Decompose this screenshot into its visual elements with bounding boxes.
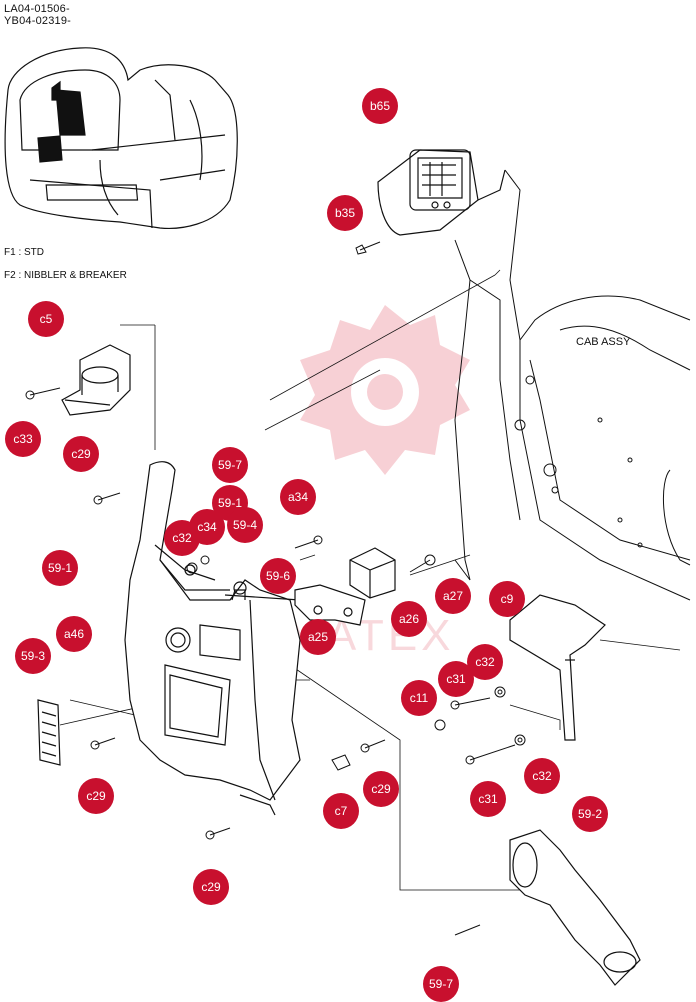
bolts xyxy=(90,492,526,936)
callout-59-6[interactable]: 59-6 xyxy=(260,558,296,594)
callout-c7[interactable]: c7 xyxy=(323,793,359,829)
callout-c33[interactable]: c33 xyxy=(5,421,41,457)
callout-a25[interactable]: a25 xyxy=(300,619,336,655)
model-code-line-1: LA04-01506- xyxy=(4,3,70,15)
callout-a34[interactable]: a34 xyxy=(280,479,316,515)
callout-59-7-top[interactable]: 59-7 xyxy=(212,447,248,483)
air-duct xyxy=(509,829,641,986)
model-code-line-2: YB04-02319- xyxy=(4,15,72,27)
callout-c34[interactable]: c34 xyxy=(189,509,225,545)
bolt-b35 xyxy=(355,241,381,255)
note-f2: F2 : NIBBLER & BREAKER xyxy=(4,270,127,281)
cup-holder xyxy=(61,344,131,416)
note-f1: F1 : STD xyxy=(4,247,45,258)
callout-b35[interactable]: b35 xyxy=(327,195,363,231)
callout-c31-top[interactable]: c31 xyxy=(438,661,474,697)
callout-c29-b[interactable]: c29 xyxy=(78,778,114,814)
duct-bracket xyxy=(509,594,606,741)
callout-c32-bottom[interactable]: c32 xyxy=(524,758,560,794)
callout-59-1-left[interactable]: 59-1 xyxy=(42,550,78,586)
callout-c9[interactable]: c9 xyxy=(489,581,525,617)
callout-c29-a[interactable]: c29 xyxy=(63,436,99,472)
callout-c32-right[interactable]: c32 xyxy=(467,644,503,680)
monitor-unit xyxy=(377,149,506,236)
screw-c33 xyxy=(25,387,61,400)
callout-59-4[interactable]: 59-4 xyxy=(227,507,263,543)
callout-59-7-bottom[interactable]: 59-7 xyxy=(423,966,459,1002)
cab-assy-label: CAB ASSY xyxy=(576,336,631,348)
callout-59-3[interactable]: 59-3 xyxy=(15,638,51,674)
side-console-panel xyxy=(124,461,301,816)
callout-c29-d[interactable]: c29 xyxy=(193,869,229,905)
watermark-gear xyxy=(300,305,470,475)
callout-c5[interactable]: c5 xyxy=(28,301,64,337)
callout-c11[interactable]: c11 xyxy=(401,680,437,716)
vent-grille-left xyxy=(37,699,61,766)
cab-frame xyxy=(454,169,691,601)
relay-box xyxy=(349,547,396,599)
machine-thumbnail xyxy=(4,47,238,229)
callout-a27[interactable]: a27 xyxy=(435,578,471,614)
callout-b65[interactable]: b65 xyxy=(362,88,398,124)
callout-c31-bottom[interactable]: c31 xyxy=(470,781,506,817)
clip-c7 xyxy=(331,754,351,771)
callout-59-2[interactable]: 59-2 xyxy=(572,796,608,832)
callout-c29-c[interactable]: c29 xyxy=(363,771,399,807)
mounting-bracket xyxy=(294,584,366,626)
callout-a46[interactable]: a46 xyxy=(56,616,92,652)
callout-a26[interactable]: a26 xyxy=(391,601,427,637)
leader-lines xyxy=(59,269,681,891)
